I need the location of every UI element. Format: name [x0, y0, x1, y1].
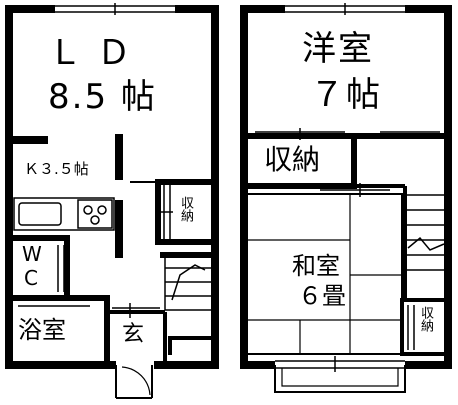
ld-room-name: Ｌ Ｄ	[48, 33, 133, 73]
japanese-room-wall	[243, 193, 403, 355]
ld-room-size: 8.5 帖	[48, 77, 157, 117]
storage1-label: 収納	[178, 196, 193, 222]
kitchen-counter	[13, 197, 115, 231]
western-room-name: 洋室	[302, 29, 374, 69]
first-floor	[5, 3, 219, 399]
bath-wall	[6, 295, 110, 368]
kitchen-label: Ｋ３.５帖	[24, 160, 89, 178]
sink-icon	[18, 202, 62, 226]
wc-label-line2: C	[24, 266, 38, 290]
window-japanese-bottom	[274, 356, 406, 393]
bath-label: 浴室	[18, 316, 66, 344]
storage3-label: 収納	[418, 306, 433, 332]
stairs-2f	[405, 194, 445, 271]
wc-label-line1: W	[22, 242, 42, 266]
storage2-wall	[241, 133, 357, 189]
storage1-wall	[155, 179, 218, 245]
japanese-room-name: 和室	[292, 252, 340, 280]
western-room-size: ７帖	[310, 75, 382, 115]
second-floor	[240, 3, 452, 393]
stove-icon	[77, 199, 113, 229]
tatami-lines	[244, 194, 402, 354]
window-western-top	[285, 3, 405, 15]
entrance-door	[115, 360, 154, 399]
japanese-room-size: ６畳	[298, 282, 346, 310]
entrance-label: 玄	[122, 322, 145, 347]
stairs-1f	[164, 254, 214, 311]
storage3-wall	[400, 298, 450, 356]
storage2-label: 収納	[264, 143, 321, 176]
window-ld-top	[55, 3, 175, 15]
